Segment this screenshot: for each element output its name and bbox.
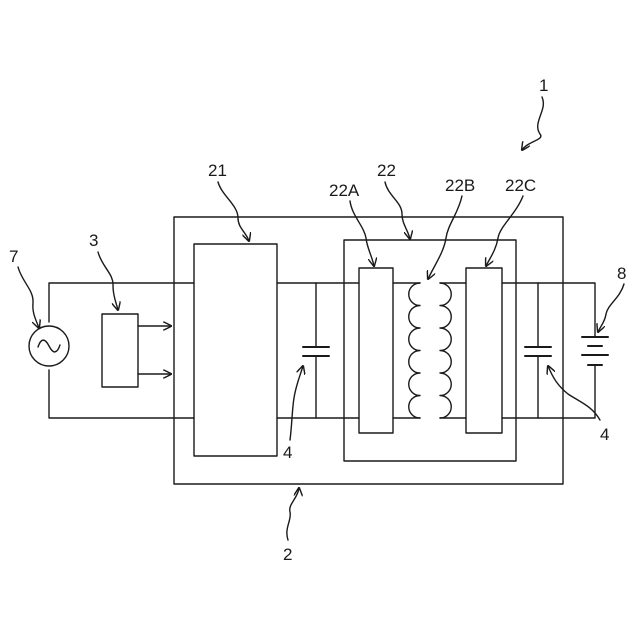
leader-transformer-unit xyxy=(385,182,410,239)
leader-capacitor-right xyxy=(548,366,600,420)
leader-secondary-circuit xyxy=(486,196,523,266)
converter-box xyxy=(194,244,277,456)
label-primary-circuit: 22A xyxy=(329,181,360,200)
leader-primary-circuit xyxy=(350,201,374,266)
label-transformer-unit: 22 xyxy=(377,161,396,180)
label-capacitor-right: 4 xyxy=(600,425,609,444)
transformer-coil xyxy=(393,283,466,418)
leader-coil xyxy=(428,196,462,279)
leader-controller xyxy=(98,252,118,310)
leader-system xyxy=(522,97,543,150)
label-capacitor-left: 4 xyxy=(283,443,292,462)
label-secondary-circuit: 22C xyxy=(505,176,536,195)
label-system: 1 xyxy=(539,76,548,95)
ac-source xyxy=(29,326,69,366)
label-transformer-coil: 22B xyxy=(445,176,475,195)
secondary-circuit-box xyxy=(466,268,502,433)
label-converter: 21 xyxy=(208,161,227,180)
primary-circuit-box xyxy=(359,268,393,433)
leader-capacitor-left xyxy=(290,366,303,440)
label-battery: 8 xyxy=(617,264,626,283)
leader-converter xyxy=(218,182,249,241)
leader-battery xyxy=(598,284,624,332)
battery xyxy=(582,337,608,365)
module-box xyxy=(174,217,563,484)
label-controller: 3 xyxy=(89,231,98,250)
capacitor-left xyxy=(303,347,329,356)
label-ac-source: 7 xyxy=(9,247,18,266)
transformer-unit-box xyxy=(344,240,516,461)
controller-box xyxy=(102,314,138,387)
leader-ac-source xyxy=(18,267,39,328)
wiring xyxy=(49,283,595,418)
leader-module xyxy=(287,488,299,540)
label-module: 2 xyxy=(283,545,292,564)
capacitor-right xyxy=(525,347,551,356)
